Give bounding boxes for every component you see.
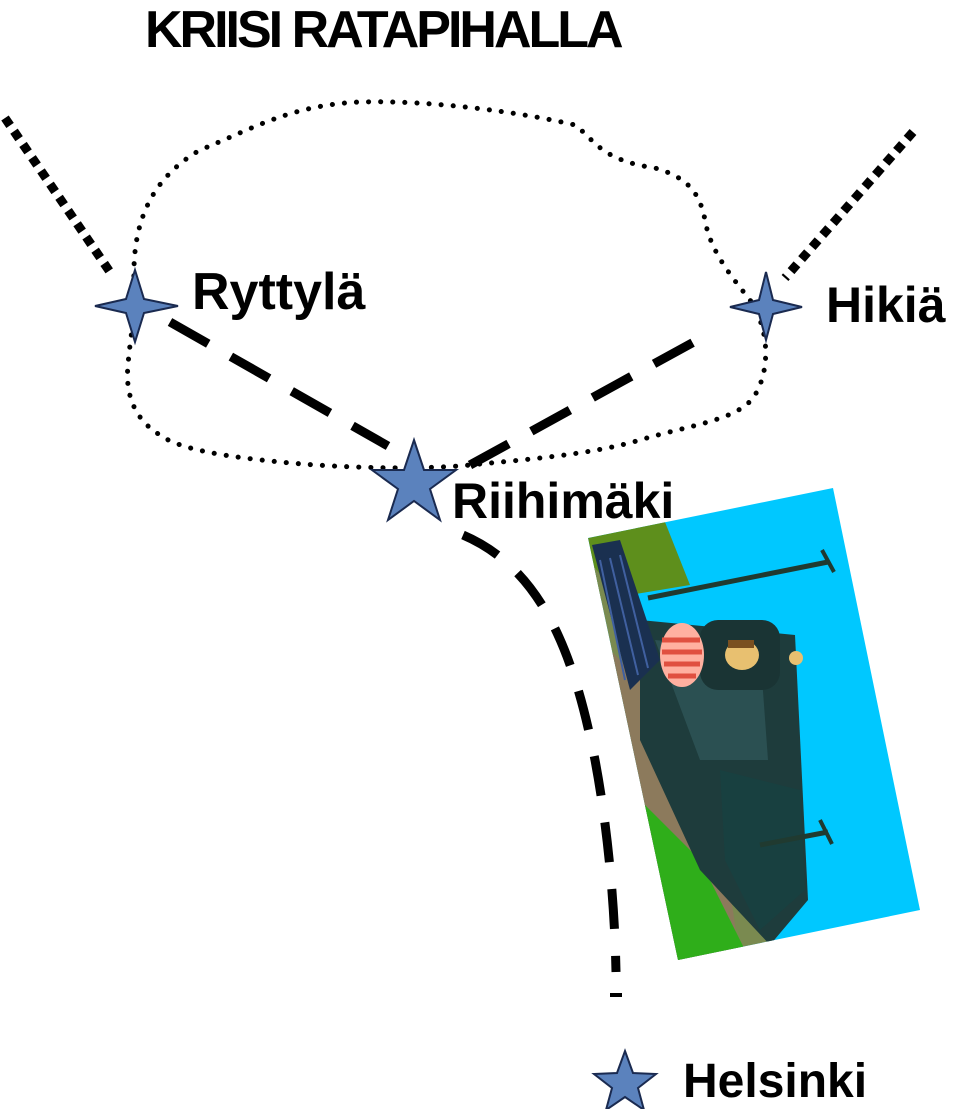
station-label-ryttyla[interactable]: Ryttylä: [192, 263, 366, 321]
station-label-helsinki[interactable]: Helsinki: [683, 1055, 868, 1108]
route-riihimaki-hikia: [467, 328, 715, 469]
star-icon-hikia: [729, 271, 803, 344]
station-label-hikia[interactable]: Hikiä: [826, 277, 946, 333]
locomotive-illustration: [588, 488, 920, 960]
rail-line-northwest: [1, 115, 114, 275]
route-ryttyla-riihimaki: [167, 318, 391, 450]
star-icon-riihimaki: [368, 436, 460, 523]
station-label-riihimaki[interactable]: Riihimäki: [452, 473, 675, 529]
star-icon-helsinki: [591, 1048, 659, 1113]
map-title: KRIISI RATAPIHALLA: [145, 1, 624, 59]
route-riihimaki-helsinki: [461, 530, 621, 973]
star-icon-ryttyla: [94, 266, 179, 346]
rail-line-northeast: [781, 129, 917, 281]
